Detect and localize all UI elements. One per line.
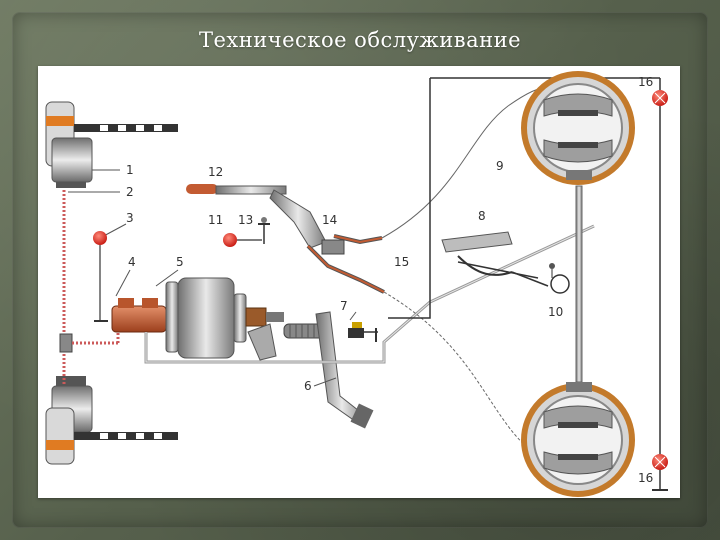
label-6: 6 bbox=[304, 379, 312, 393]
label-8: 8 bbox=[478, 209, 486, 223]
label-7: 7 bbox=[340, 299, 348, 313]
label-3: 3 bbox=[126, 211, 134, 225]
diagram-canvas: 1 2 3 4 5 6 7 8 9 10 11 12 13 14 15 16 1… bbox=[38, 66, 680, 498]
label-1: 1 bbox=[126, 163, 134, 177]
pedal-linkage bbox=[247, 312, 329, 361]
label-16-bottom: 16 bbox=[638, 471, 653, 485]
label-5: 5 bbox=[176, 255, 184, 269]
label-12: 12 bbox=[208, 165, 223, 179]
label-14: 14 bbox=[322, 213, 337, 227]
warning-lamp-11 bbox=[223, 233, 237, 247]
label-13: 13 bbox=[238, 213, 253, 227]
brake-pedal bbox=[313, 311, 374, 429]
front-disc-brake-top bbox=[45, 101, 178, 188]
label-16-top: 16 bbox=[638, 75, 653, 89]
front-disc-brake-bottom bbox=[45, 376, 178, 465]
label-15: 15 bbox=[394, 255, 409, 269]
master-cylinder bbox=[111, 298, 167, 333]
slide-title: Техническое обслуживание bbox=[198, 28, 522, 52]
warning-lamp-3 bbox=[93, 231, 107, 245]
stop-light-switch bbox=[348, 311, 378, 342]
rear-drum-brake-top bbox=[521, 71, 635, 185]
rear-axle bbox=[575, 185, 583, 383]
rear-valve-10 bbox=[549, 263, 570, 294]
brake-pressure-regulator bbox=[441, 231, 549, 287]
rear-drum-brake-bottom bbox=[521, 382, 635, 497]
parking-brake-lever bbox=[186, 184, 327, 249]
label-2: 2 bbox=[126, 185, 134, 199]
label-11: 11 bbox=[208, 213, 223, 227]
brake-system-diagram: 1 2 3 4 5 6 7 8 9 10 11 12 13 14 15 16 1… bbox=[45, 71, 668, 497]
label-10: 10 bbox=[548, 305, 563, 319]
vacuum-booster bbox=[165, 277, 267, 359]
hose-tee bbox=[59, 333, 73, 353]
label-9: 9 bbox=[496, 159, 504, 173]
parking-brake-switch bbox=[258, 217, 270, 244]
wiring-frame bbox=[388, 78, 431, 319]
rear-lamps-circuit bbox=[638, 77, 668, 491]
label-4: 4 bbox=[128, 255, 136, 269]
